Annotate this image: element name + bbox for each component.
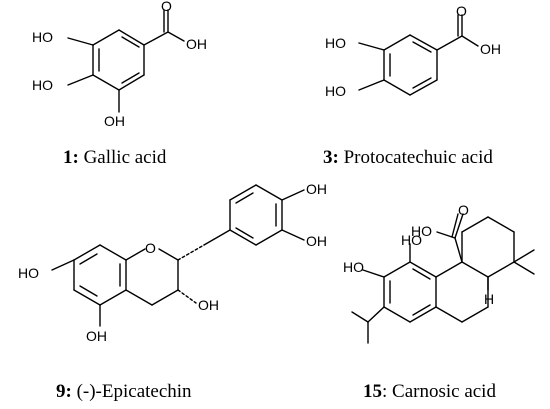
protocatechuic-acid-oh-label: OH <box>480 41 501 57</box>
gallic-acid-structure: HO HO OH O OH <box>32 0 207 129</box>
epicatechin-ring-o-label: O <box>145 240 156 256</box>
gallic-acid-bonds <box>67 9 185 113</box>
carnosic-oh-top-label: HO <box>401 232 422 248</box>
protocatechuic-oh-top-label: HO <box>325 35 346 51</box>
epicatechin-bonds <box>51 184 305 327</box>
protocatechuic-acid-structure: HO HO O OH <box>325 3 501 99</box>
carnosic-acid-structure: O HO HO HO H <box>343 202 535 344</box>
carnosic-h-label: H <box>484 291 494 307</box>
carnosic-acid-name: : Carnosic acid <box>382 381 496 402</box>
epicatechin-oh-b3-label: OH <box>306 181 327 197</box>
gallic-oh-bottom-label: OH <box>104 113 125 129</box>
protocatechuic-oh-bottom-label: HO <box>325 83 346 99</box>
gallic-acid-name: Gallic acid <box>79 147 167 168</box>
epicatechin-oh-a7-label: HO <box>18 265 39 281</box>
carnosic-oxo-label: O <box>458 202 469 218</box>
gallic-acid-number: 1: <box>63 147 79 168</box>
carnosic-oh-left-label: HO <box>343 259 364 275</box>
epicatechin-oh-b4-label: OH <box>306 233 327 249</box>
epicatechin-number: 9: <box>56 381 72 402</box>
carnosic-acid-number: 15 <box>363 381 382 402</box>
gallic-acid-caption: 1: Gallic acid <box>63 147 167 168</box>
epicatechin-name: (-)-Epicatechin <box>72 381 192 402</box>
carnosic-acid-bonds <box>351 213 535 344</box>
gallic-oh-mid-label: HO <box>32 77 53 93</box>
carnosic-acid-ho-label: HO <box>411 223 432 239</box>
carnosic-acid-caption: 15: Carnosic acid <box>363 381 496 402</box>
protocatechuic-acid-bonds <box>358 14 479 96</box>
protocatechuic-oxo-label: O <box>456 3 467 19</box>
gallic-oxo-label: O <box>161 0 172 14</box>
protocatechuic-acid-name: Protocatechuic acid <box>339 147 494 168</box>
protocatechuic-acid-caption: 3: Protocatechuic acid <box>323 147 493 168</box>
epicatechin-structure: O HO OH OH OH OH <box>18 181 327 344</box>
gallic-oh-top-label: HO <box>32 29 53 45</box>
epicatechin-oh-a5-label: OH <box>86 328 107 344</box>
protocatechuic-acid-number: 3: <box>323 147 339 168</box>
epicatechin-oh-c3-label: OH <box>198 297 219 313</box>
epicatechin-caption: 9: (-)-Epicatechin <box>56 381 192 402</box>
gallic-acid-oh-label: OH <box>186 36 207 52</box>
